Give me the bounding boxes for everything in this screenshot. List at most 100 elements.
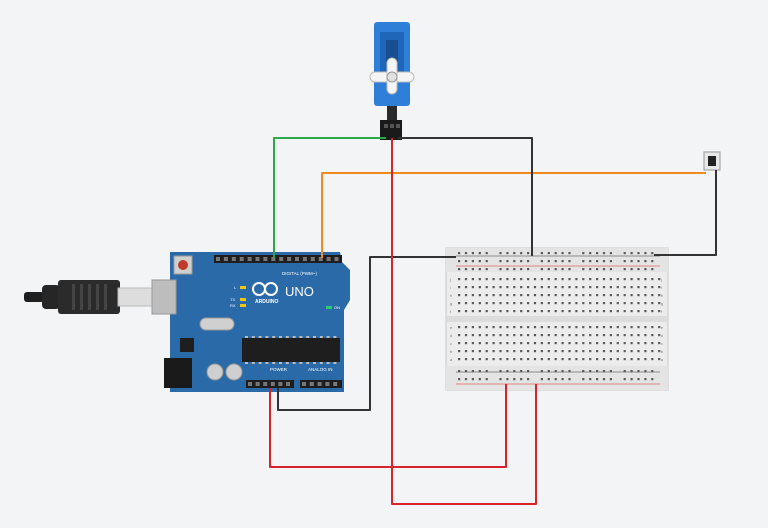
power-rail-hole [499,268,502,271]
terminal-hole [478,278,481,281]
row-letter: h [450,293,452,298]
terminal-hole [589,286,592,289]
power-rail-hole [582,378,585,381]
power-rail-hole [547,370,550,373]
row-letter: c [450,341,452,346]
terminal-hole [520,326,523,329]
terminal-hole [644,294,647,297]
terminal-hole [540,334,543,337]
power-rail-hole [506,252,509,255]
power-rail-hole [644,378,647,381]
terminal-hole [596,310,599,313]
terminal-hole [478,302,481,305]
power-rail-hole [499,252,502,255]
atmega-chip [242,338,340,362]
power-rail-hole [464,260,468,263]
power-rail-hole [527,370,530,373]
power-rail-hole [582,260,585,263]
terminal-hole [609,334,612,337]
terminal-hole [554,310,557,313]
terminal-hole [568,294,571,297]
power-header [246,380,294,388]
green-wire[interactable] [273,137,386,258]
terminal-hole [589,358,592,361]
terminal-hole [506,334,509,337]
terminal-hole [547,358,550,361]
power-rail-hole [554,370,557,373]
icsp-header [180,338,194,352]
terminal-hole [499,334,502,337]
power-rail-hole [609,252,612,255]
terminal-hole [575,342,578,345]
servo-power-wire[interactable] [391,138,537,505]
terminal-hole [568,286,571,289]
terminal-hole [589,334,592,337]
power-rail-hole [485,268,488,271]
power-rail-hole [547,268,550,271]
power-rail-hole [520,268,523,271]
chip-pin [319,362,323,364]
wires [269,137,717,505]
terminal-hole [651,278,654,281]
terminal-hole [513,278,516,281]
led-tx [240,298,246,301]
row-letter: d [661,333,663,338]
uno-label: UNO [285,284,314,299]
power-rail-hole [644,370,647,373]
power-rail-hole [540,260,543,263]
power-rail-hole [527,268,530,271]
terminal-hole [464,350,468,353]
terminal-hole [471,278,474,281]
terminal-hole [499,342,502,345]
terminal-hole [637,334,640,337]
terminal-hole [658,326,661,329]
servo-horn-icon [369,57,415,95]
terminal-hole [623,326,626,329]
chip-pin [272,362,276,364]
power-rail-hole [582,252,585,255]
terminal-hole [602,310,606,313]
power-rail-hole [609,268,612,271]
power-rail-hole [651,378,654,381]
power-rail-hole [630,370,633,373]
terminal-hole [458,302,461,305]
arduino-power-wire[interactable] [269,384,507,468]
terminal-hole [471,310,474,313]
terminal-hole [478,350,481,353]
reset-button[interactable] [178,260,188,270]
terminal-hole [464,286,468,289]
digital-header [214,255,342,263]
row-letter: b [450,349,453,354]
digital-pin-hole [263,257,268,261]
usb-cable[interactable] [24,280,173,314]
terminal-hole [616,294,619,297]
terminal-hole [658,302,661,305]
arduino-uno-board[interactable]: UNO ARDUINO DIGITAL (PWM~) POWER ANALOG … [151,252,350,392]
power-rail-hole [471,378,474,381]
pushbutton[interactable] [703,151,721,171]
terminal-hole [644,342,647,345]
power-rail-hole [609,378,612,381]
terminal-hole [527,278,530,281]
terminal-hole [568,358,571,361]
arduino-ground-wire[interactable] [277,256,456,411]
orange-wire[interactable] [321,172,706,258]
power-rail-hole [547,378,550,381]
terminal-hole [561,302,564,305]
terminal-hole [561,310,564,313]
servo-ground-wire[interactable] [398,137,533,256]
servo-motor[interactable] [369,22,415,140]
terminal-hole [561,278,564,281]
terminal-hole [596,342,599,345]
terminal-hole [471,302,474,305]
terminal-hole [506,286,509,289]
power-rail-hole [568,268,571,271]
digital-pin-hole [287,257,292,261]
terminal-hole [492,310,495,313]
button-ground-wire[interactable] [654,170,717,256]
row-letter: e [661,325,664,330]
terminal-hole [630,286,633,289]
power-rail-hole [644,260,647,263]
